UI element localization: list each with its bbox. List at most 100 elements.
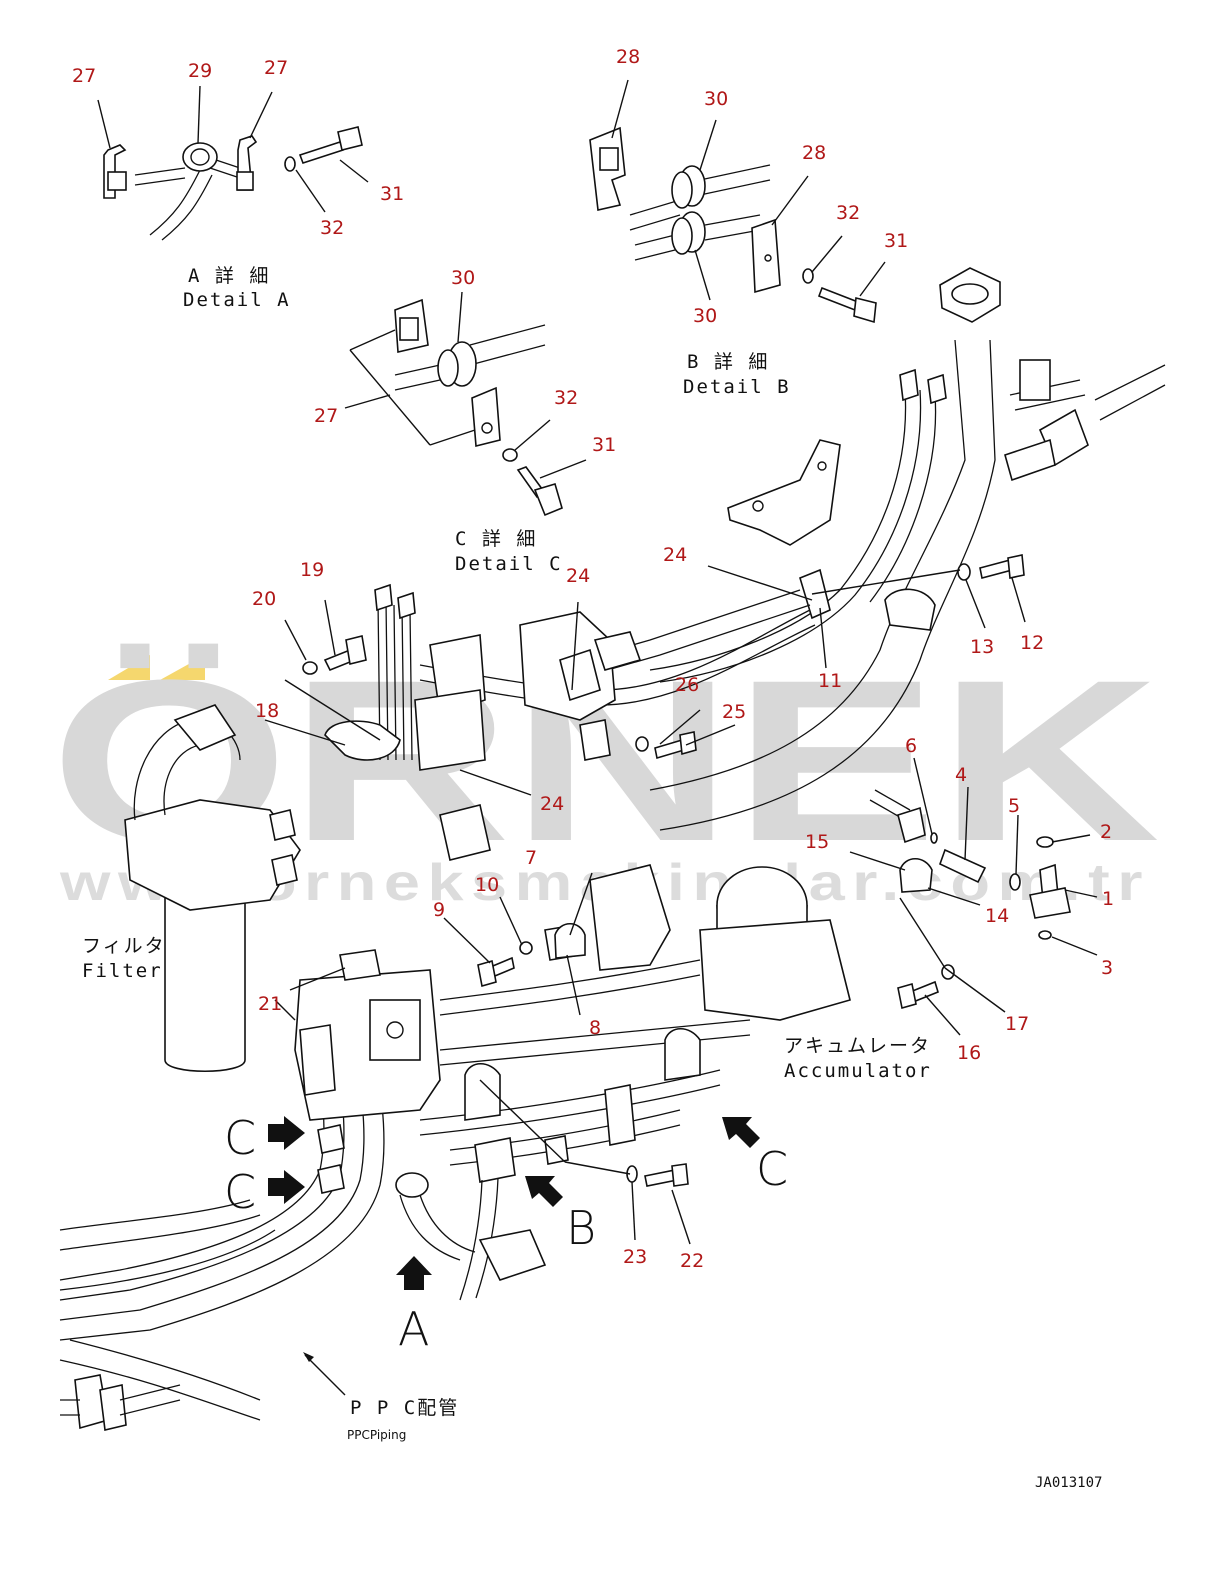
view-b-letter: B: [566, 1201, 596, 1255]
watermark-accent-right: [160, 655, 205, 680]
callout-29: 29: [188, 60, 212, 82]
detail-a-drawing: [103, 126, 363, 241]
detail-b-title-en: Detail B: [683, 376, 791, 398]
view-c3-letter: C: [756, 1142, 788, 1196]
view-arrows: C C C B A: [224, 1111, 788, 1356]
washer-26: [635, 736, 649, 752]
detail-b-title-jp: B 詳 細: [687, 351, 769, 373]
arrow-b-icon: [525, 1176, 563, 1207]
callout-18: 18: [255, 700, 279, 722]
clamp-18: [324, 720, 401, 761]
callout-12: 12: [1020, 632, 1044, 654]
clamp-15: [899, 857, 933, 893]
detail-c-drawing: [349, 298, 563, 517]
callout-3: 3: [1101, 957, 1113, 979]
callout-2: 2: [1100, 821, 1112, 843]
mounting-bracket: [727, 439, 841, 546]
callout-32: 32: [554, 387, 578, 409]
detail-a-callouts: 27 29 27 31 32 A 詳 細 Detail A: [72, 57, 404, 311]
main-leaders: [264, 565, 1098, 1245]
accumulator-block: [699, 919, 851, 1021]
accumulator-label-jp: アキュムレータ: [784, 1035, 931, 1057]
callout-8: 8: [589, 1017, 601, 1039]
clamp-lower-2: [664, 1027, 701, 1081]
clamp-27-c-bottom: [471, 386, 501, 448]
callout-28: 28: [616, 46, 640, 68]
detail-b-drawing: [589, 126, 877, 324]
detail-a-title-jp: A 詳 細: [188, 265, 270, 287]
arrow-c1-icon: [268, 1116, 305, 1150]
callout-30: 30: [704, 88, 728, 110]
callout-32: 32: [836, 202, 860, 224]
filter-label-en: Filter: [82, 960, 163, 982]
detail-b-callouts: 28 30 28 32 31 30 B 詳 細 Detail B: [611, 46, 908, 398]
callout-14: 14: [985, 905, 1009, 927]
callout-17: 17: [1005, 1013, 1029, 1035]
callout-24: 24: [663, 544, 687, 566]
callout-32: 32: [320, 217, 344, 239]
callout-27: 27: [314, 405, 338, 427]
callout-1: 1: [1102, 888, 1114, 910]
callout-27: 27: [264, 57, 288, 79]
washer-20: [302, 661, 318, 675]
callout-13: 13: [970, 636, 994, 658]
clamp-detail-a: [395, 1172, 429, 1198]
ppc-piping-label-jp: P P C配管: [350, 1397, 459, 1419]
callout-28: 28: [802, 142, 826, 164]
callout-10: 10: [475, 874, 499, 896]
callout-9: 9: [433, 899, 445, 921]
component-labels: フィルタ Filter アキュムレータ Accumulator P P C配管 …: [82, 935, 1102, 1491]
callout-4: 4: [955, 764, 967, 786]
ppc-piping-label-en: PPCPiping: [347, 1428, 406, 1442]
washer-32-c: [502, 448, 518, 462]
bolt-31-a: [298, 141, 345, 164]
main-assembly: [59, 267, 1166, 1431]
washer-10: [519, 941, 533, 955]
view-c2-letter: C: [224, 1165, 256, 1219]
accumulator-label-en: Accumulator: [784, 1060, 932, 1082]
bolt-31-b: [817, 286, 860, 312]
callout-26: 26: [675, 674, 699, 696]
callout-15: 15: [805, 831, 829, 853]
callout-30: 30: [451, 267, 475, 289]
grommet-29: [182, 142, 218, 172]
arrow-c2-icon: [268, 1170, 305, 1204]
clamp-7: [554, 922, 586, 959]
callout-30: 30: [693, 305, 717, 327]
bolt-12: [979, 559, 1013, 579]
callout-25: 25: [722, 701, 746, 723]
callout-6: 6: [905, 735, 917, 757]
clamp-lower-3: [604, 1084, 636, 1146]
part-4: [939, 848, 987, 884]
drawing-code: JA013107: [1035, 1475, 1102, 1491]
watermark-accent-left: [108, 655, 150, 680]
washer-32-a: [284, 156, 296, 172]
clamp-detail-b: [474, 1137, 516, 1183]
clamp-lower-1: [464, 1062, 501, 1121]
callout-24: 24: [566, 565, 590, 587]
callout-20: 20: [252, 588, 276, 610]
arrow-a-icon: [396, 1256, 432, 1290]
main-callouts: 1 2 3 4 5 6 7 8 9 10 11 12 13 14 15 16 1…: [252, 544, 1114, 1272]
pump-middle: [589, 864, 671, 971]
callout-27: 27: [72, 65, 96, 87]
callout-22: 22: [680, 1250, 704, 1272]
detail-a-title-en: Detail A: [183, 289, 291, 311]
callout-23: 23: [623, 1246, 647, 1268]
detail-c-title-jp: C 詳 細: [455, 528, 537, 550]
callout-31: 31: [380, 183, 404, 205]
callout-5: 5: [1008, 795, 1020, 817]
view-a-letter: A: [398, 1302, 429, 1356]
detail-c-title-en: Detail C: [455, 553, 563, 575]
callout-11: 11: [818, 670, 842, 692]
callout-7: 7: [525, 847, 537, 869]
callout-24: 24: [540, 793, 564, 815]
callout-16: 16: [957, 1042, 981, 1064]
detail-c-callouts: 30 27 32 31 C 詳 細 Detail C: [314, 267, 616, 575]
filter: [164, 889, 246, 1072]
view-c1-letter: C: [224, 1111, 256, 1165]
washer-13: [957, 563, 971, 581]
callout-31: 31: [592, 434, 616, 456]
callout-19: 19: [300, 559, 324, 581]
